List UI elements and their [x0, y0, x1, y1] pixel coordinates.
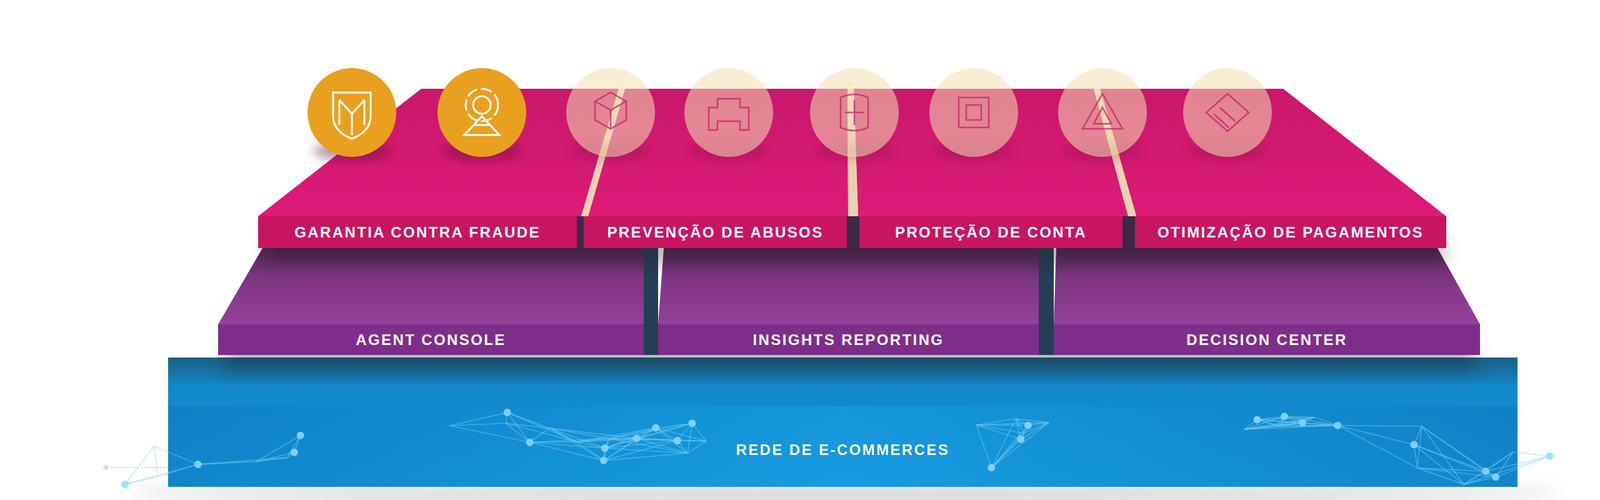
- layer-label: AGENT CONSOLE: [355, 331, 507, 349]
- layer-label: INSIGHTS REPORTING: [753, 331, 945, 349]
- base-slab: [168, 357, 1518, 487]
- product-slab: PREVENÇÃO DE ABUSOS: [583, 216, 847, 249]
- layer-label: DECISION CENTER: [1186, 331, 1347, 349]
- product-slab: OTIMIZAÇÃO DE PAGAMENTOS: [1135, 216, 1447, 249]
- pink-slab-front: [583, 216, 847, 249]
- product-slab: GARANTIA CONTRA FRAUDE: [258, 216, 577, 249]
- dotted-line: [103, 466, 169, 469]
- base-slab-shine: [168, 406, 1518, 487]
- product-slab: PROTEÇÃO DE CONTA: [859, 216, 1123, 249]
- icon-inactive: [566, 68, 1272, 157]
- purple-slab-front: [1053, 324, 1480, 355]
- tool-slab: DECISION CENTER: [1053, 324, 1480, 355]
- network-slab: REDE DE E-COMMERCES: [168, 431, 1518, 469]
- tool-slab: AGENT CONSOLE: [218, 324, 644, 355]
- layer-label: OTIMIZAÇÃO DE PAGAMENTOS: [1157, 223, 1424, 242]
- network-texture: [121, 408, 1554, 489]
- layer-label: GARANTIA CONTRA FRAUDE: [294, 223, 541, 242]
- purple-slab-front: [658, 324, 1039, 355]
- purple-seam: [643, 248, 659, 355]
- pink-slab-front: [859, 216, 1123, 249]
- dot: [103, 465, 109, 470]
- base-shadow: [125, 485, 1563, 500]
- layer-label: PROTEÇÃO DE CONTA: [895, 223, 1087, 242]
- layer-label: REDE DE E-COMMERCES: [736, 441, 950, 459]
- pink-slab-front: [1135, 216, 1447, 249]
- purple-seam: [1038, 248, 1054, 355]
- pink-slab-top: [1100, 88, 1447, 217]
- base-slab-face: [168, 357, 1518, 487]
- pink-seam: [576, 216, 584, 249]
- layer-label: PREVENÇÃO DE ABUSOS: [606, 223, 824, 242]
- icon-active: [307, 68, 527, 157]
- pink-seam: [846, 216, 860, 249]
- purple-slab-front: [218, 324, 644, 355]
- pink-slab-front: [258, 216, 577, 249]
- pink-seam: [1122, 216, 1135, 249]
- tool-slab: INSIGHTS REPORTING: [658, 324, 1039, 355]
